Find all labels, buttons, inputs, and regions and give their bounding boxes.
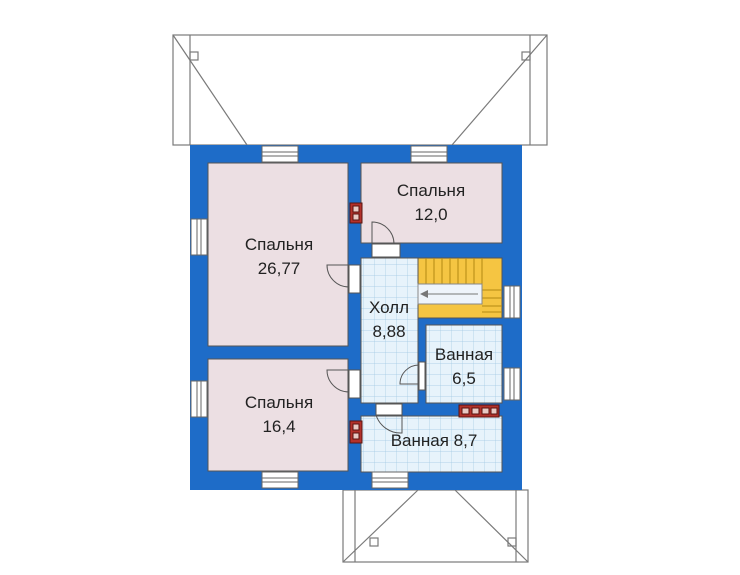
door-bedroom-top (371, 221, 401, 258)
hall-floor (360, 257, 419, 404)
bedroom-large-name: Спальня (245, 235, 313, 254)
window-top-right (410, 145, 448, 163)
doors (326, 221, 426, 434)
bottom-porch-outline (342, 489, 529, 563)
bathroom-small-area: 6,5 (452, 369, 476, 388)
bedroom-bottom-name: Спальня (245, 393, 313, 412)
staircase (417, 257, 503, 319)
bedroom-bottom-floor (207, 358, 349, 472)
door-bathroom-large (375, 403, 403, 434)
window-right-lower (503, 367, 521, 401)
window-left-upper (190, 218, 208, 256)
bathroom-small-name: Ванная (435, 345, 493, 364)
window-top-left (261, 145, 299, 163)
window-bottom-left (261, 471, 299, 489)
bedroom-large-area: 26,77 (258, 259, 301, 278)
bathroom-large-floor (360, 415, 503, 473)
hall-name: Холл (369, 298, 409, 317)
windows (190, 145, 521, 489)
door-bedroom-large (326, 264, 361, 294)
window-left-lower (190, 380, 208, 418)
bedroom-top-floor (360, 162, 503, 244)
bedroom-top-area: 12,0 (414, 205, 447, 224)
bedroom-top-name: Спальня (397, 181, 465, 200)
chimney-ducts (349, 202, 500, 444)
bathroom-large-label: Ванная 8,7 (391, 431, 478, 450)
window-bottom-right (371, 471, 409, 489)
bathroom-small-floor (425, 324, 503, 404)
bedroom-large-floor (207, 162, 349, 347)
hall-area: 8,88 (372, 322, 405, 341)
top-roof-outline (172, 34, 548, 146)
door-bathroom-small (399, 361, 426, 391)
door-bedroom-bottom (326, 369, 361, 399)
window-right-upper (503, 285, 521, 319)
bedroom-bottom-area: 16,4 (262, 417, 295, 436)
